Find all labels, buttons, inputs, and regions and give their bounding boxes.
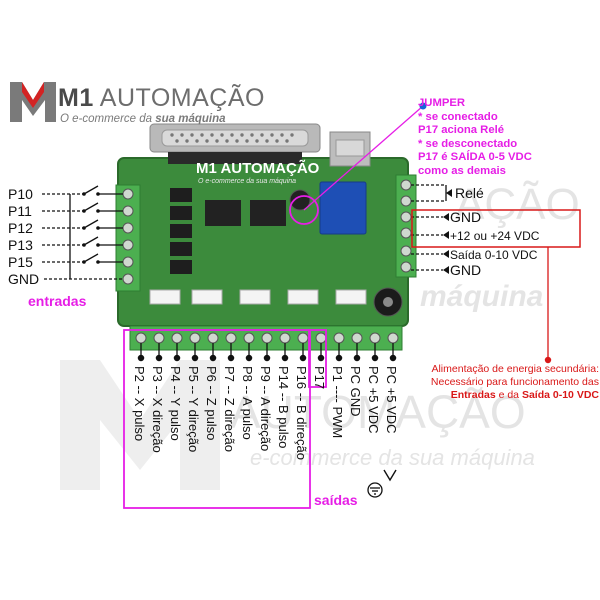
ic-chip bbox=[250, 200, 286, 226]
power-note-line: Entradas e da Saída 0-10 VDC bbox=[450, 389, 599, 401]
input-label-p11: P11 bbox=[8, 203, 32, 219]
output-label: P6 -- Z pulso bbox=[204, 366, 219, 441]
input-label-p13: P13 bbox=[8, 237, 33, 253]
input-wiring bbox=[42, 185, 123, 280]
brand-title: M1 AUTOMAÇÃO bbox=[58, 84, 265, 112]
jumper-indicator bbox=[289, 102, 427, 225]
power-highlight bbox=[411, 209, 581, 364]
output-label: PC GND bbox=[348, 366, 363, 417]
p17-highlight bbox=[308, 329, 327, 388]
input-switch-contacts bbox=[82, 192, 100, 264]
electrolytic-capacitor bbox=[373, 287, 403, 317]
output-label: P1 ---- PWM bbox=[330, 366, 345, 439]
jumper-line: * se conectado bbox=[418, 110, 498, 123]
optocoupler-row bbox=[170, 188, 192, 274]
output-label: P16 -- B direção bbox=[294, 366, 309, 460]
watermark-logo-icon bbox=[60, 360, 220, 490]
board-logo-subtitle: O e-commerce da sua máquina bbox=[198, 178, 297, 185]
db25-connector bbox=[149, 123, 321, 164]
jumper-note: JUMPER * se conectado P17 aciona Relé * … bbox=[418, 97, 598, 178]
jumper-line: P17 aciona Relé bbox=[418, 124, 505, 136]
input-label-p15: P15 bbox=[8, 254, 33, 270]
usb-connector bbox=[329, 131, 371, 167]
watermark-text: máquina bbox=[420, 280, 544, 313]
output-label: P8 -- A pulso bbox=[240, 366, 255, 440]
jumper-line: * se desconectado bbox=[418, 137, 518, 150]
watermark-text: AUTOMAÇÃO bbox=[230, 386, 526, 438]
jumper-line: P17 é SAÍDA 0-5 VDC bbox=[418, 151, 532, 163]
left-terminal-block bbox=[115, 184, 141, 292]
input-label-p10: P10 bbox=[8, 186, 33, 202]
watermark-text: e-commerce da sua máquina bbox=[250, 445, 535, 470]
output-label: PC +5 VDC bbox=[384, 366, 399, 434]
power-note-line: Necessário para funcionamento das bbox=[430, 376, 599, 388]
jumper-line: como as demais bbox=[418, 164, 506, 177]
output-label: P9 -- A direção bbox=[258, 366, 273, 452]
output-label: P14 -- B pulso bbox=[276, 366, 291, 449]
right-arrow-heads bbox=[443, 189, 452, 274]
right-label-power: +12 ou +24 VDC bbox=[450, 229, 540, 243]
brand-subtitle: O e-commerce da sua máquina bbox=[60, 113, 226, 125]
ic-chip bbox=[205, 200, 241, 226]
output-label: P17 bbox=[312, 366, 327, 390]
input-label-p12: P12 bbox=[8, 220, 33, 236]
output-label: PC +5 VDC bbox=[366, 366, 381, 434]
right-label-gnd-1: GND bbox=[450, 209, 482, 225]
output-label: P5 -- Y direção bbox=[186, 366, 201, 453]
vcc-icon bbox=[383, 469, 397, 482]
right-terminal-block bbox=[395, 174, 417, 278]
header-sockets bbox=[149, 289, 367, 305]
output-label: P2 -- X pulso bbox=[132, 366, 147, 442]
brand-logo-icon bbox=[10, 82, 56, 122]
power-note: Alimentação de energia secundária: Neces… bbox=[409, 363, 599, 402]
power-note-line: Alimentação de energia secundária: bbox=[431, 363, 599, 375]
relay bbox=[319, 181, 367, 235]
right-label-analog-out: Saída 0-10 VDC bbox=[450, 248, 538, 262]
capacitor bbox=[289, 189, 311, 211]
right-label-gnd-2: GND bbox=[450, 262, 482, 278]
output-label: P3 -- X direção bbox=[150, 366, 165, 453]
board-logo: M1 AUTOMAÇÃO bbox=[196, 160, 320, 177]
output-label: P7 -- Z direção bbox=[222, 366, 237, 452]
watermark-text: AÇÃO bbox=[455, 180, 580, 229]
output-wires bbox=[137, 343, 397, 362]
jumper-title: JUMPER bbox=[418, 97, 466, 109]
inputs-section-label: entradas bbox=[28, 293, 87, 309]
input-label-gnd: GND bbox=[8, 271, 40, 287]
outputs-highlight bbox=[123, 329, 311, 509]
outputs-section-label: saídas bbox=[314, 492, 358, 508]
ground-icon bbox=[367, 482, 383, 498]
right-label-rele: Relé bbox=[455, 185, 484, 201]
output-label: P4 -- Y pulso bbox=[168, 366, 183, 441]
